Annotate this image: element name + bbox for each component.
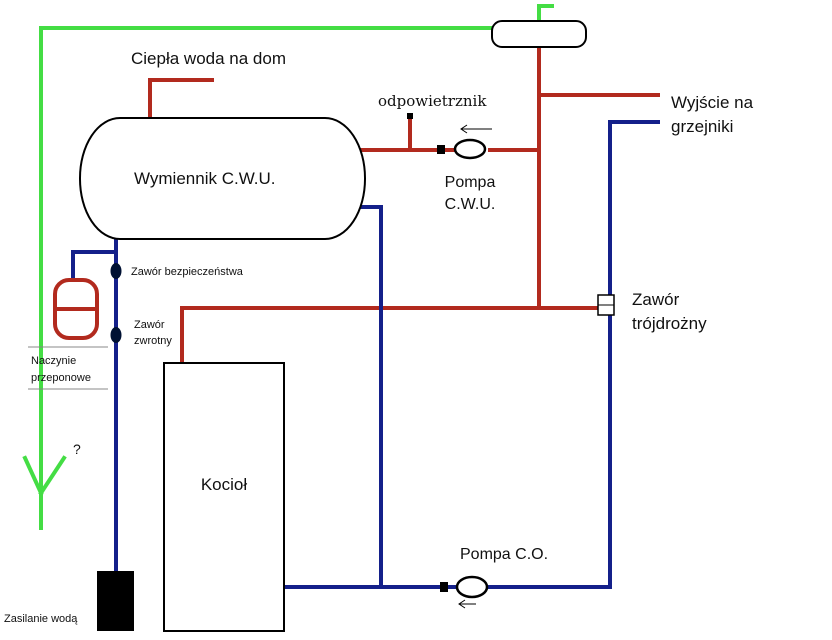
outlet-label-line1: Wyjście na (671, 93, 754, 112)
exchanger-label: Wymiennik C.W.U. (134, 169, 276, 188)
dhw-pump (437, 124, 492, 160)
hot-water-house-label: Ciepła woda na dom (131, 49, 286, 68)
expansion-vessel (53, 278, 99, 340)
dhw-pump-inlet (437, 145, 445, 154)
boiler-label: Kocioł (201, 475, 248, 494)
dhw-pump-label-line1: Pompa (445, 174, 496, 191)
outlet-label-line2: grzejniki (671, 117, 733, 136)
check-valve-label-line1: Zawór (134, 319, 165, 331)
green-vent-stub (537, 4, 554, 24)
green-y-right (38, 455, 67, 496)
air-vent-marker (407, 113, 413, 119)
exchanger-return-pipe (360, 205, 383, 589)
air-vent-label: odpowietrznik (378, 92, 487, 110)
dhw-pump-body (453, 138, 487, 160)
return-pipe-system (71, 120, 660, 589)
question-mark-label: ? (73, 441, 81, 457)
radiator-return-pipe (488, 120, 660, 589)
green-pipe-system (22, 4, 554, 530)
ch-pump-inlet (440, 582, 448, 592)
expansion-vessel-label-line2: przeponowe (31, 372, 91, 384)
check-valve-symbol (110, 327, 122, 343)
heat-exchanger-tank (79, 117, 366, 240)
ch-pump-body (455, 575, 489, 599)
hot-pipe-system (148, 46, 660, 362)
dhw-pump-arrow-head (460, 124, 468, 134)
ch-pump-label: Pompa C.O. (460, 546, 548, 563)
three-way-valve (597, 294, 615, 316)
boiler-body (163, 362, 285, 632)
water-supply-label: Zasilanie wodą (4, 613, 78, 625)
safety-valve-label: Zawór bezpieczeństwa (131, 266, 244, 278)
hot-water-house-pipe (148, 78, 214, 120)
green-y-left (22, 455, 44, 496)
three-way-valve-label-line1: Zawór (632, 290, 680, 309)
expansion-vessel-pipe (71, 250, 118, 282)
dhw-pump-label-line2: C.W.U. (445, 196, 496, 213)
expansion-vessel-label-line1: Naczynie (31, 355, 76, 367)
boiler-supply-pipe (180, 306, 598, 362)
three-way-valve-label-line2: trójdrożny (632, 314, 707, 333)
ch-pump (440, 575, 489, 609)
green-top-pipe (39, 26, 494, 530)
safety-valve-symbol (110, 263, 122, 279)
air-vent-pot (491, 20, 587, 48)
water-supply-box (97, 571, 134, 631)
check-valve-label-line2: zwrotny (134, 335, 172, 347)
ch-pump-arrow-head (458, 599, 466, 609)
